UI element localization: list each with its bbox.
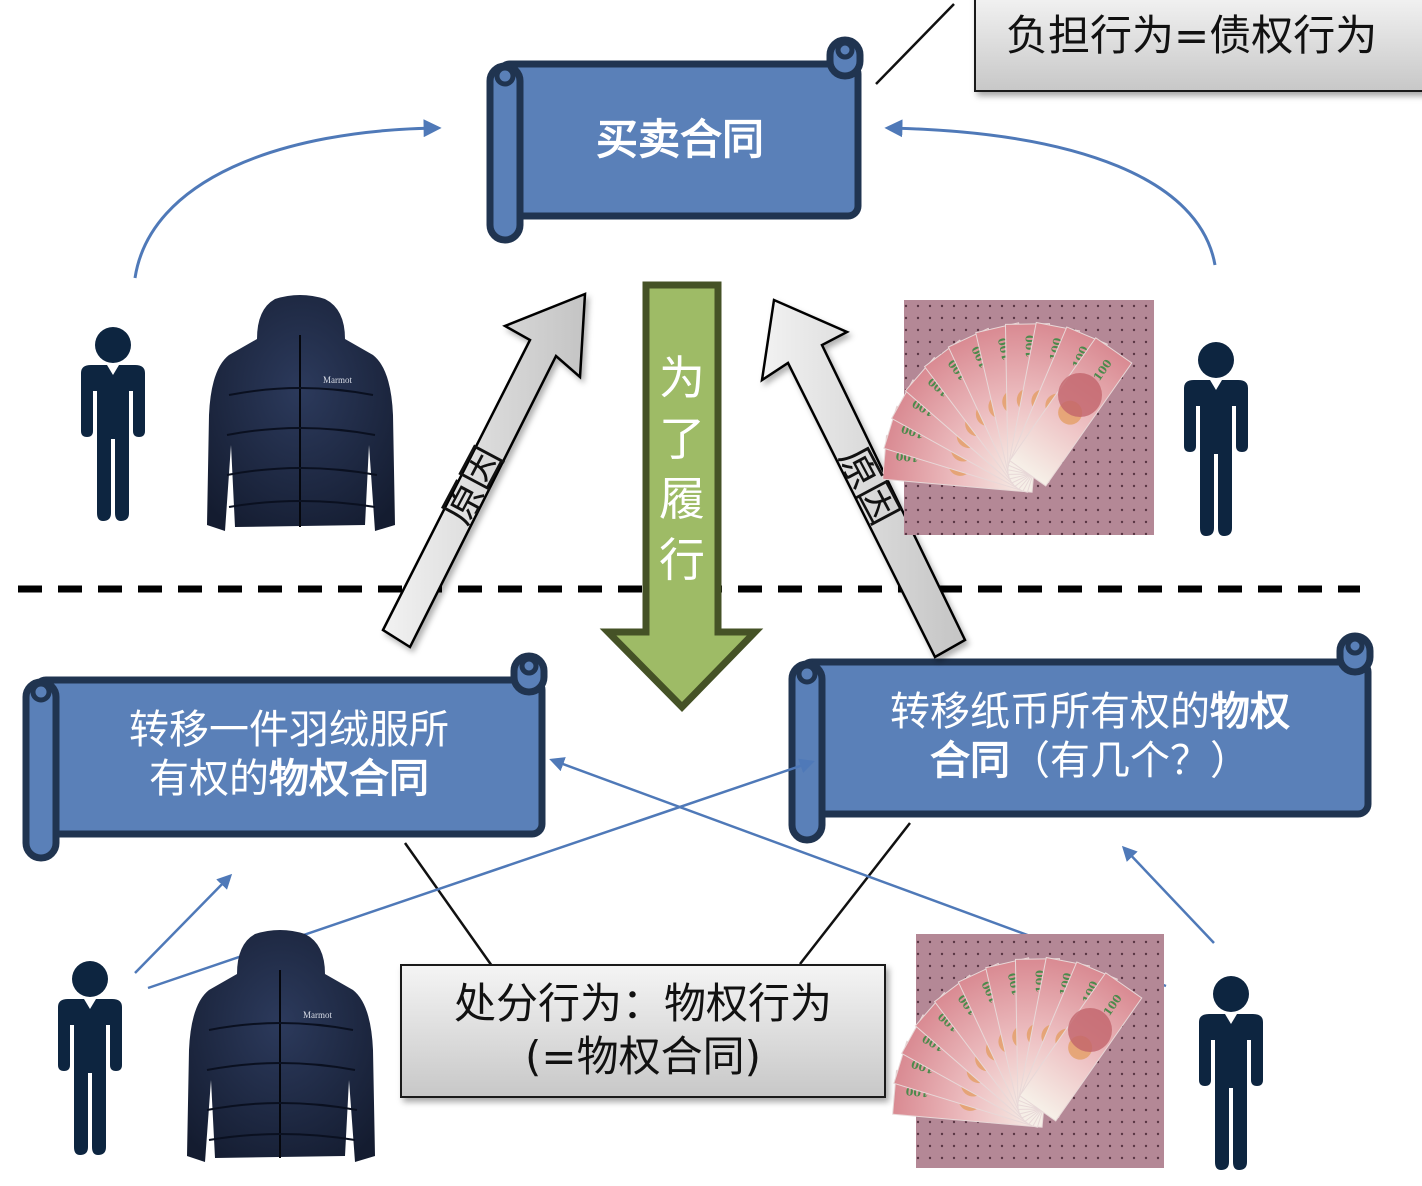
performance-char-2: 了 <box>659 411 705 466</box>
arrow-seller-to-banknote-contract <box>1121 845 1215 944</box>
obligation-act-label: 负担行为=债权行为 <box>1006 11 1378 60</box>
disposal-act-line-1: 处分行为：物权行为 <box>453 979 832 1028</box>
person-icon-top-right <box>1184 342 1248 536</box>
cause-arrow-left <box>381 292 587 649</box>
clothing-contract-line-1: 转移一件羽绒服所 <box>129 707 449 753</box>
performance-char-3: 履 <box>659 472 705 527</box>
jacket-image-bottom: Marmot <box>187 930 375 1162</box>
arrow-buyer-to-clothing-contract <box>134 873 233 974</box>
disposal-act-callout: 处分行为：物权行为 (=物权合同) <box>400 964 886 1098</box>
clothing-contract-line-2-plain: 有权的 <box>149 755 269 802</box>
cause-arrow-right <box>760 298 967 659</box>
svg-text:Marmot: Marmot <box>323 375 352 385</box>
banknote-contract-label: 转移纸币所有权的物权 合同（有几个？） <box>830 688 1350 786</box>
callout-connector-top <box>875 3 955 85</box>
curved-arrow-right-to-sales-contract <box>884 119 1217 266</box>
clothing-contract-label: 转移一件羽绒服所 有权的物权合同 <box>64 706 514 804</box>
clothing-contract-line-2-bold: 物权合同 <box>269 755 429 802</box>
svg-text:Marmot: Marmot <box>303 1010 332 1020</box>
banknote-contract-line-1-bold: 物权 <box>1210 689 1290 735</box>
performance-char-4: 行 <box>659 533 705 588</box>
performance-char-1: 为 <box>659 351 705 405</box>
person-icon-bottom-left <box>58 961 122 1155</box>
banknote-real-right-contract-scroll <box>788 632 1374 844</box>
obligation-act-callout: 负担行为=债权行为 <box>974 0 1422 92</box>
performance-down-arrow <box>599 281 764 713</box>
sales-contract-scroll <box>486 36 864 244</box>
person-icon-top-left <box>81 327 145 521</box>
performance-label: 为 了 履 行 <box>652 348 712 591</box>
portrait <box>1068 1008 1112 1052</box>
banknote-contract-line-2-bold: 合同 <box>930 737 1010 784</box>
banknote-contract-line-1-plain: 转移纸币所有权的 <box>890 689 1210 735</box>
disposal-act-line-2: (=物权合同) <box>525 1031 761 1081</box>
clothing-real-right-contract-scroll <box>22 652 548 862</box>
clothing-contract-line-2: 有权的物权合同 <box>64 755 514 804</box>
sales-contract-label: 买卖合同 <box>595 115 764 164</box>
callout-connector-left <box>403 842 494 967</box>
jacket-image-top: Marmot <box>207 295 395 531</box>
curved-arrow-left-to-sales-contract <box>133 119 442 279</box>
portrait <box>1058 373 1102 417</box>
banknote-contract-line-1: 转移纸币所有权的物权 <box>830 688 1350 737</box>
callout-connector-right <box>799 822 911 965</box>
banknote-contract-line-2-plain: （有几个？） <box>1010 737 1250 784</box>
person-icon-bottom-right <box>1199 976 1263 1170</box>
banknote-contract-line-2: 合同（有几个？） <box>830 737 1350 786</box>
